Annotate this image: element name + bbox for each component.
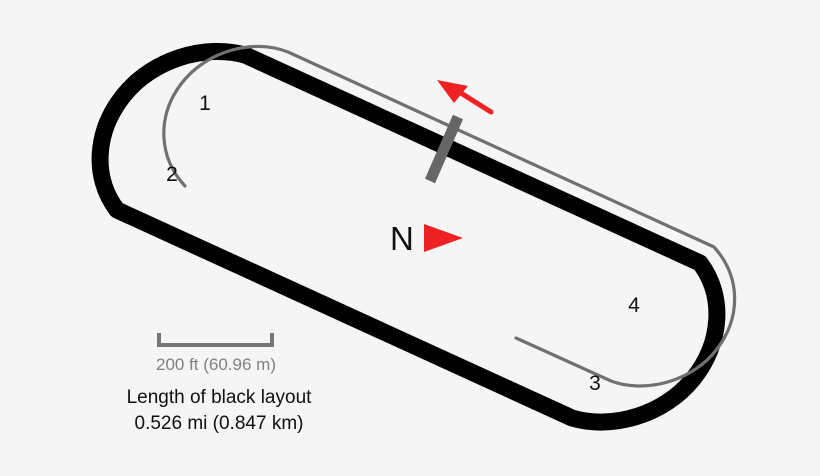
- turn-label-3: 3: [589, 372, 601, 395]
- turn-label-1: 1: [199, 92, 211, 115]
- turn-label-2: 2: [166, 163, 178, 186]
- compass-north-letter: N: [390, 220, 414, 257]
- track-inner-gray-line: [162, 44, 737, 388]
- scale-bar: [157, 333, 274, 347]
- scale-bar-label: 200 ft (60.96 m): [156, 355, 276, 374]
- caption-line-2: 0.526 mi (0.847 km): [135, 413, 304, 434]
- race-direction-arrow: [437, 80, 494, 115]
- track-outer-black-loop: [91, 43, 726, 431]
- start-finish-line: [424, 114, 464, 184]
- turn-label-4: 4: [628, 294, 640, 317]
- north-pointer-triangle: [424, 224, 463, 252]
- caption-line-1: Length of black layout: [127, 387, 313, 408]
